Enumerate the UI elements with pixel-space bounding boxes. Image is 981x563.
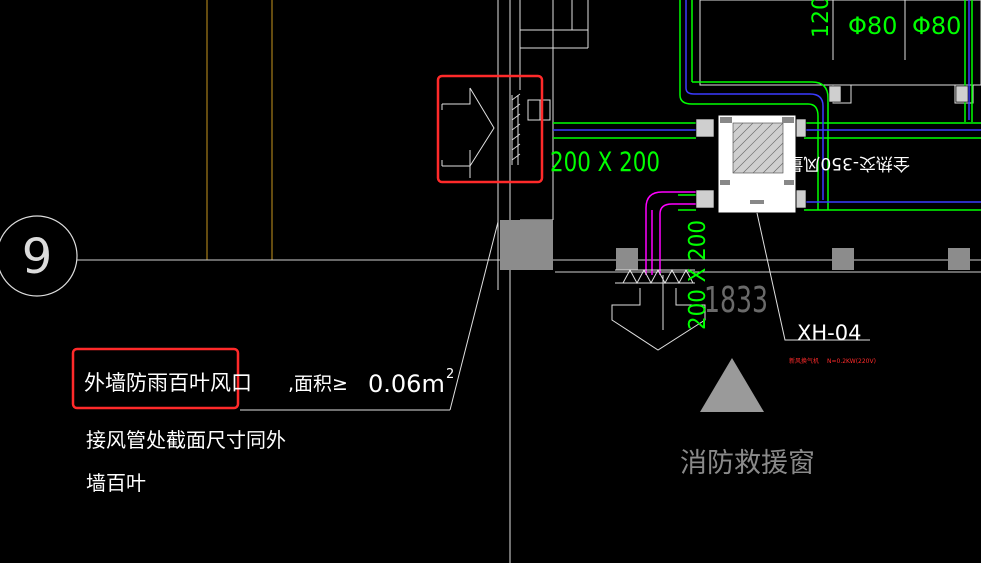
pipe-label-1: Φ80 (848, 12, 897, 40)
fresh-air-unit (717, 114, 797, 214)
equipment-outlines (539, 0, 981, 121)
axis-lines (206, 0, 273, 260)
louver-leader (240, 221, 499, 411)
area-note: ,面积≥ (288, 373, 348, 395)
highlight-louver (436, 74, 544, 184)
rescue-window-label: 消防救援窗 (680, 448, 815, 479)
unit-small-left: 新风换气机 (789, 357, 819, 365)
unit-tag: XH-04 (797, 321, 861, 345)
dimension-top: 120 (809, 0, 834, 38)
rescue-window-marker (700, 358, 764, 412)
unit-leader (756, 212, 870, 341)
area-value: 0.06m (368, 370, 445, 398)
lower-louver (611, 268, 706, 351)
duct-magenta (645, 191, 696, 275)
axis-bubble: 9 (0, 215, 78, 297)
axis-bubble-number: 9 (22, 229, 53, 285)
duct-fittings (695, 85, 969, 209)
duct-size-vertical: 200 X 200 (685, 220, 711, 330)
duct-size-horizontal: 200 X 200 (550, 147, 660, 178)
highlight-label (71, 347, 240, 410)
rotated-unit-label: 全热交-350风量 (786, 153, 910, 173)
note-line-2: 墙百叶 (86, 471, 146, 495)
dimension-value: 1833 (704, 280, 768, 321)
unit-small-right: N=0.2KW(220V) (827, 358, 876, 365)
area-superscript: 2 (446, 367, 454, 382)
columns (500, 220, 970, 270)
duct-blue (553, 0, 981, 203)
pipe-label-2: Φ80 (912, 12, 961, 40)
louver-label: 外墙防雨百叶风口 (84, 371, 252, 395)
note-line-1: 接风管处截面尺寸同外 (86, 428, 286, 452)
wall-lines (497, 0, 589, 563)
exterior-louver (441, 87, 541, 178)
